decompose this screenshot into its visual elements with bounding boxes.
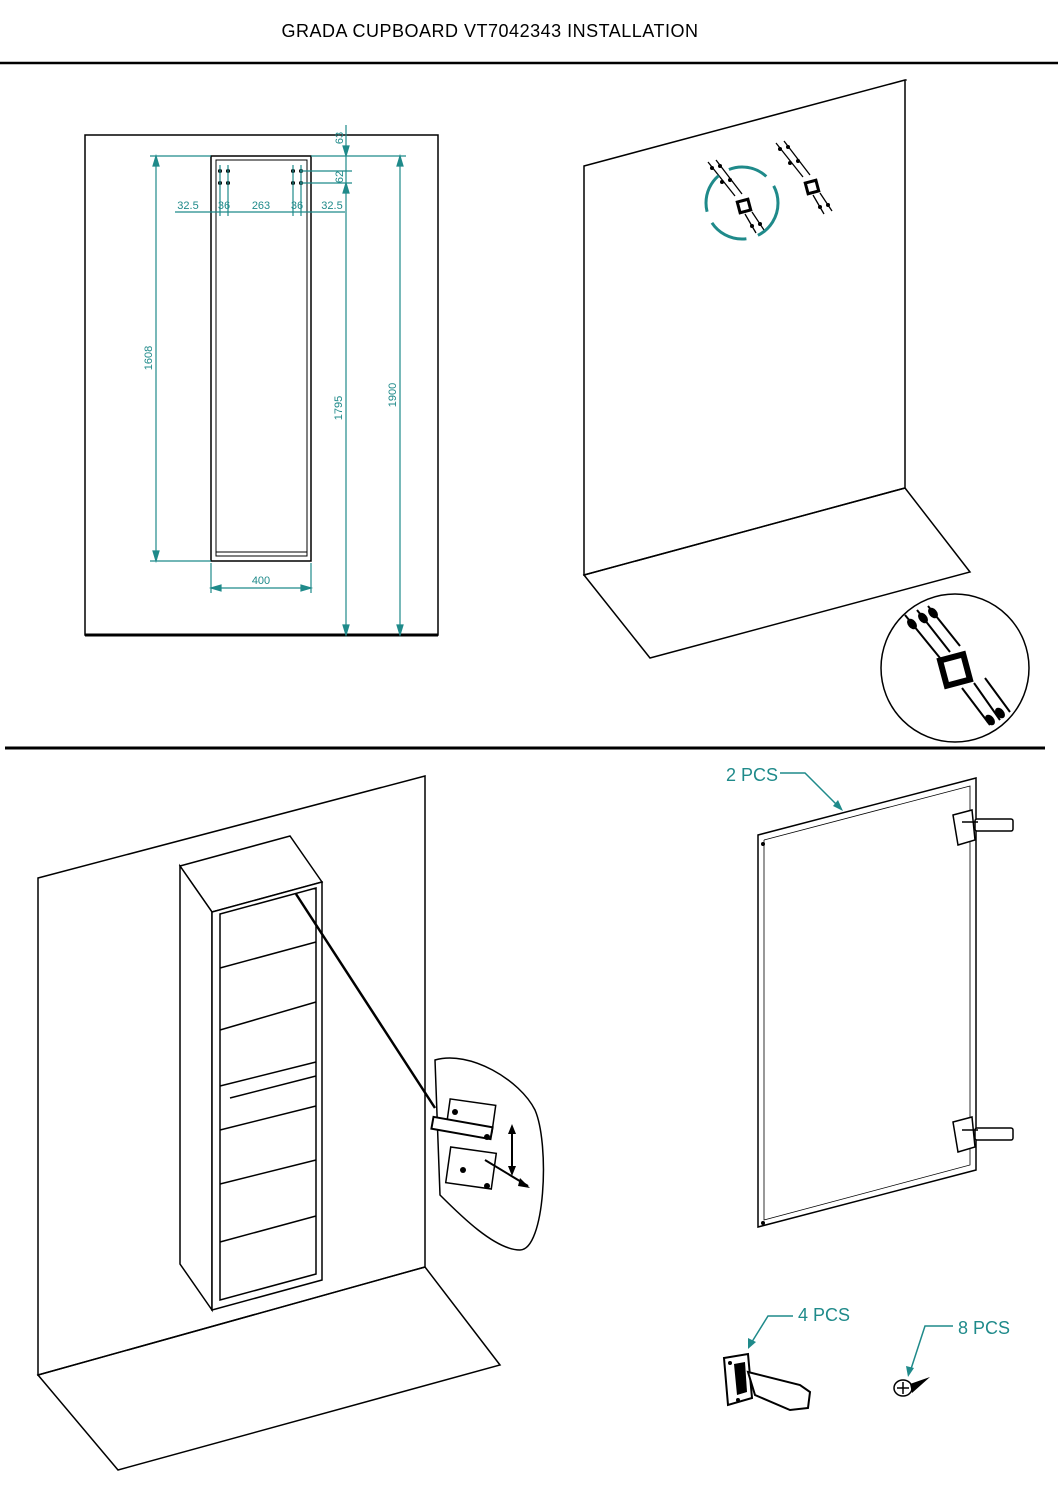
hinge-part: 4 PCS — [722, 1305, 850, 1412]
door-panel — [757, 777, 977, 1228]
door-hinge-bottom — [952, 1116, 1014, 1153]
cabinet-outline — [210, 155, 312, 562]
hinges-quantity-label: 4 PCS — [798, 1305, 850, 1325]
screw-part: 8 PCS — [893, 1318, 1010, 1397]
dim-cabinet-height: 1608 — [143, 346, 155, 370]
bracket-detail-magnifier — [880, 593, 1030, 743]
dim-mount-height: 1795 — [333, 396, 345, 420]
screws-callout-leader — [909, 1325, 953, 1373]
dim-top-gap: 63 — [334, 132, 346, 144]
dimension-lines — [150, 125, 406, 638]
cabinet-body — [178, 835, 324, 1313]
page-title: GRADA CUPBOARD VT7042343 INSTALLATION — [282, 21, 699, 41]
front-elevation-drawing: 63 62 32.5 36 263 36 32.5 1608 1795 1900… — [84, 125, 439, 638]
floor-panel — [582, 487, 972, 659]
dim-right-fix: 36 — [291, 200, 303, 212]
dim-cabinet-width: 400 — [252, 575, 270, 587]
screws-quantity-label: 8 PCS — [958, 1318, 1010, 1338]
cabinet-inner — [215, 159, 308, 557]
door-hinge-top — [952, 809, 1014, 846]
leader-line — [294, 893, 437, 1109]
door-panel-drawing: 2 PCS — [726, 765, 1014, 1228]
dim-right-margin: 32.5 — [321, 200, 342, 212]
dim-between-fix: 263 — [252, 200, 270, 212]
wall-bracket-left — [707, 159, 765, 234]
dim-left-margin: 32.5 — [177, 200, 198, 212]
doors-callout-leader — [780, 772, 841, 809]
doors-quantity-label: 2 PCS — [726, 765, 778, 785]
dim-total-height: 1900 — [387, 383, 399, 407]
wall-bracket-right — [775, 140, 833, 215]
dim-left-fix: 36 — [218, 200, 230, 212]
dim-fixing-height: 62 — [334, 171, 346, 183]
hanging-bracket-detail — [430, 1057, 545, 1251]
detail-highlight-circle — [704, 165, 780, 241]
hinges-callout-leader — [749, 1315, 793, 1346]
wall-fixing-drawing — [582, 79, 1030, 743]
cabinet-hanging-drawing — [36, 775, 545, 1471]
floor-panel — [36, 1266, 502, 1471]
